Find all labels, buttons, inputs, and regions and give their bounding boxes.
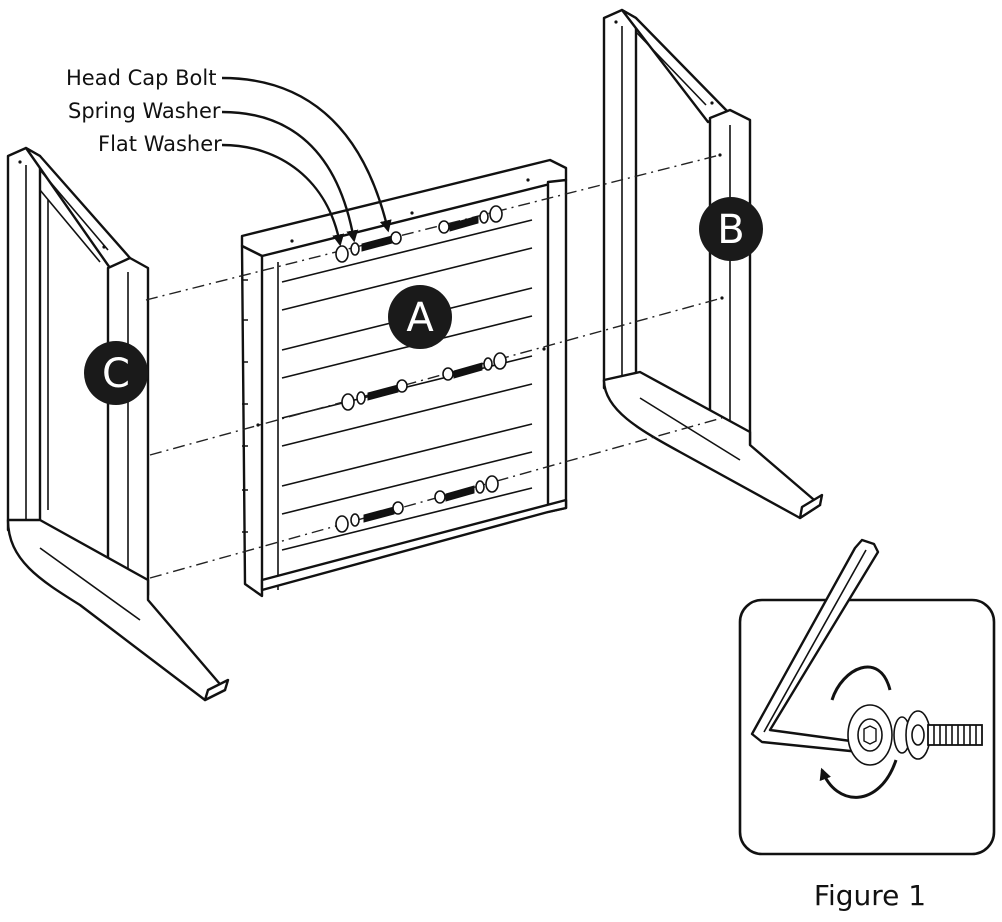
part-letter-a: A	[406, 295, 434, 341]
hardware-set	[335, 205, 507, 533]
callout-flat-washer: Flat Washer	[98, 132, 345, 247]
part-badge-b: B	[699, 197, 763, 261]
rotation-arrow-icon	[819, 665, 898, 799]
callout-spring-washer: Spring Washer	[68, 99, 359, 243]
part-badge-a: A	[388, 285, 452, 349]
part-badge-c: C	[84, 341, 148, 405]
callout-head-cap-bolt: Head Cap Bolt	[66, 66, 392, 233]
figure-caption: Figure 1	[814, 879, 926, 912]
bolt-icon	[847, 704, 983, 766]
leg-frame-b	[602, 8, 824, 520]
leg-frame-c	[6, 146, 230, 702]
label-flat-washer: Flat Washer	[98, 132, 222, 156]
part-letter-b: B	[717, 207, 744, 253]
label-spring-washer: Spring Washer	[68, 99, 221, 123]
detail-inset	[738, 538, 996, 856]
part-letter-c: C	[102, 351, 130, 397]
label-head-cap-bolt: Head Cap Bolt	[66, 66, 216, 90]
slat-panel-a	[240, 158, 568, 598]
